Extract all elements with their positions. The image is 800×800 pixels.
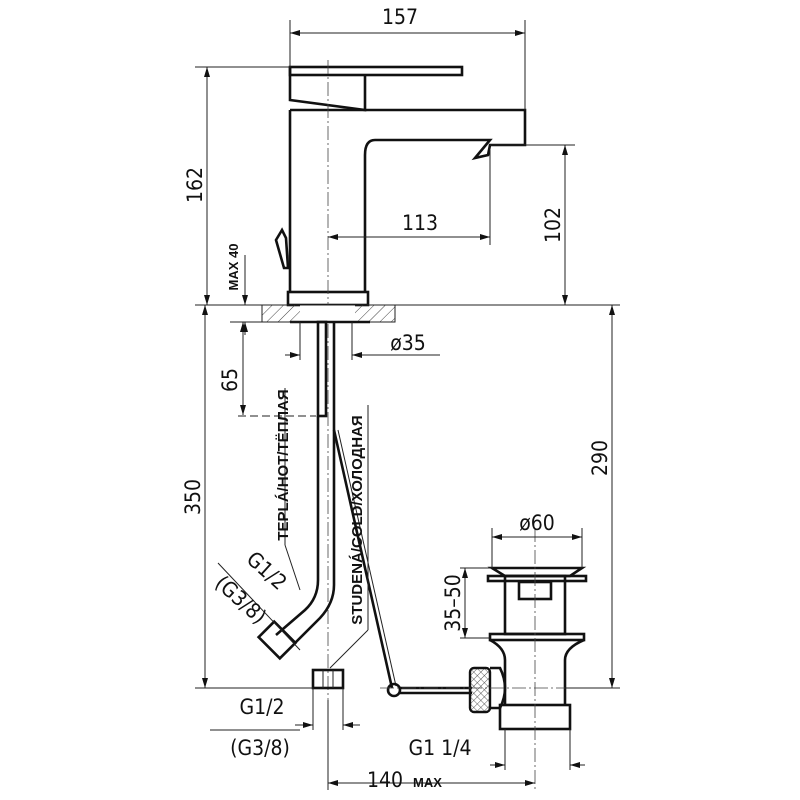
dim-diameter-35: ø35 (390, 331, 426, 355)
hot-hose (275, 416, 320, 636)
dim-290: 290 (588, 440, 612, 476)
waste-knob (468, 666, 492, 714)
dimension-lines (195, 20, 620, 790)
hot-label: TEPLÁ/HOT/ТЁПЛАЯ (275, 389, 292, 540)
faucet-handle (288, 67, 367, 112)
cold-thread-label: G1/2 (239, 695, 284, 719)
dim-140: 140 (367, 768, 403, 792)
waste-valve (380, 528, 600, 790)
cold-label: STUDENÁ/COLD/ХОЛОДНАЯ (349, 415, 366, 624)
pop-up-rod (332, 429, 394, 689)
dim-140-max: MAX (413, 775, 442, 790)
dim-max-40: MAX 40 (226, 244, 241, 291)
dim-350: 350 (181, 479, 205, 515)
faucet-lever (288, 65, 464, 77)
waste-thread-label: G1 1/4 (408, 736, 471, 760)
dim-157: 157 (382, 5, 418, 29)
hoses (256, 320, 472, 698)
dim-diameter-60: ø60 (519, 511, 555, 535)
dim-102: 102 (541, 207, 565, 243)
dim-35-50: 35–50 (441, 574, 465, 632)
hot-nut (256, 619, 298, 661)
dim-113: 113 (402, 211, 438, 235)
dim-162: 162 (183, 167, 207, 203)
faucet (274, 60, 527, 700)
hot-pipe (316, 320, 328, 418)
cold-nut (311, 668, 345, 690)
cold-thread-alt-label: (G3/8) (230, 736, 290, 760)
pop-up-knob (274, 227, 290, 270)
dim-65: 65 (218, 368, 242, 392)
hot-thread-label: G1/2 (242, 547, 292, 595)
